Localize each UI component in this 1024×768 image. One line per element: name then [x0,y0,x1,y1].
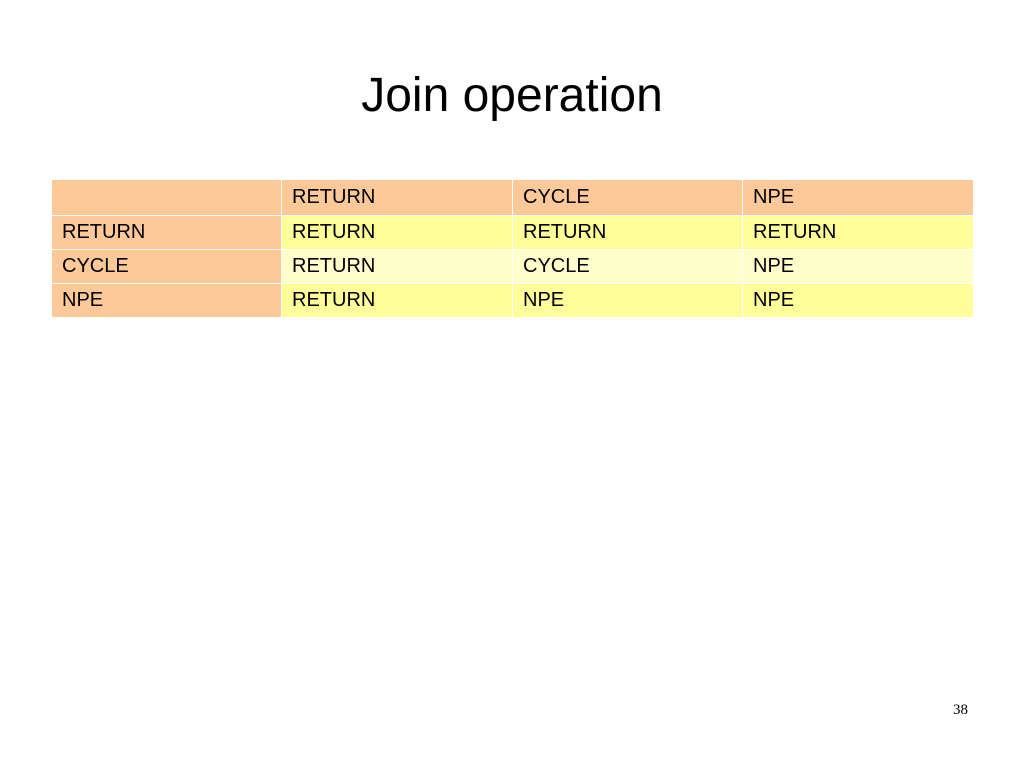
table-header-cell: RETURN [281,179,513,216]
row-header-cell: RETURN [51,215,282,250]
table-header-cell: NPE [742,179,974,216]
slide-title: Join operation [361,69,663,122]
page-number: 38 [953,702,968,718]
table-cell: RETURN [742,215,974,250]
table-header-cell: CYCLE [512,179,743,216]
table-cell: RETURN [281,283,513,318]
table-cell: CYCLE [512,249,743,284]
table-cell: RETURN [512,215,743,250]
table-cell: NPE [742,249,974,284]
join-table: RETURN CYCLE NPE RETURN RETURN RETURN RE… [51,179,974,318]
table-header-cell [51,179,282,216]
table-row: CYCLE RETURN CYCLE NPE [51,249,974,284]
table-cell: NPE [512,283,743,318]
row-header-cell: NPE [51,283,282,318]
row-header-cell: CYCLE [51,249,282,284]
table-row: RETURN RETURN RETURN RETURN [51,215,974,250]
table-row: NPE RETURN NPE NPE [51,283,974,318]
table-cell: RETURN [281,249,513,284]
table-header-row: RETURN CYCLE NPE [51,179,974,216]
table-cell: RETURN [281,215,513,250]
table-cell: NPE [742,283,974,318]
